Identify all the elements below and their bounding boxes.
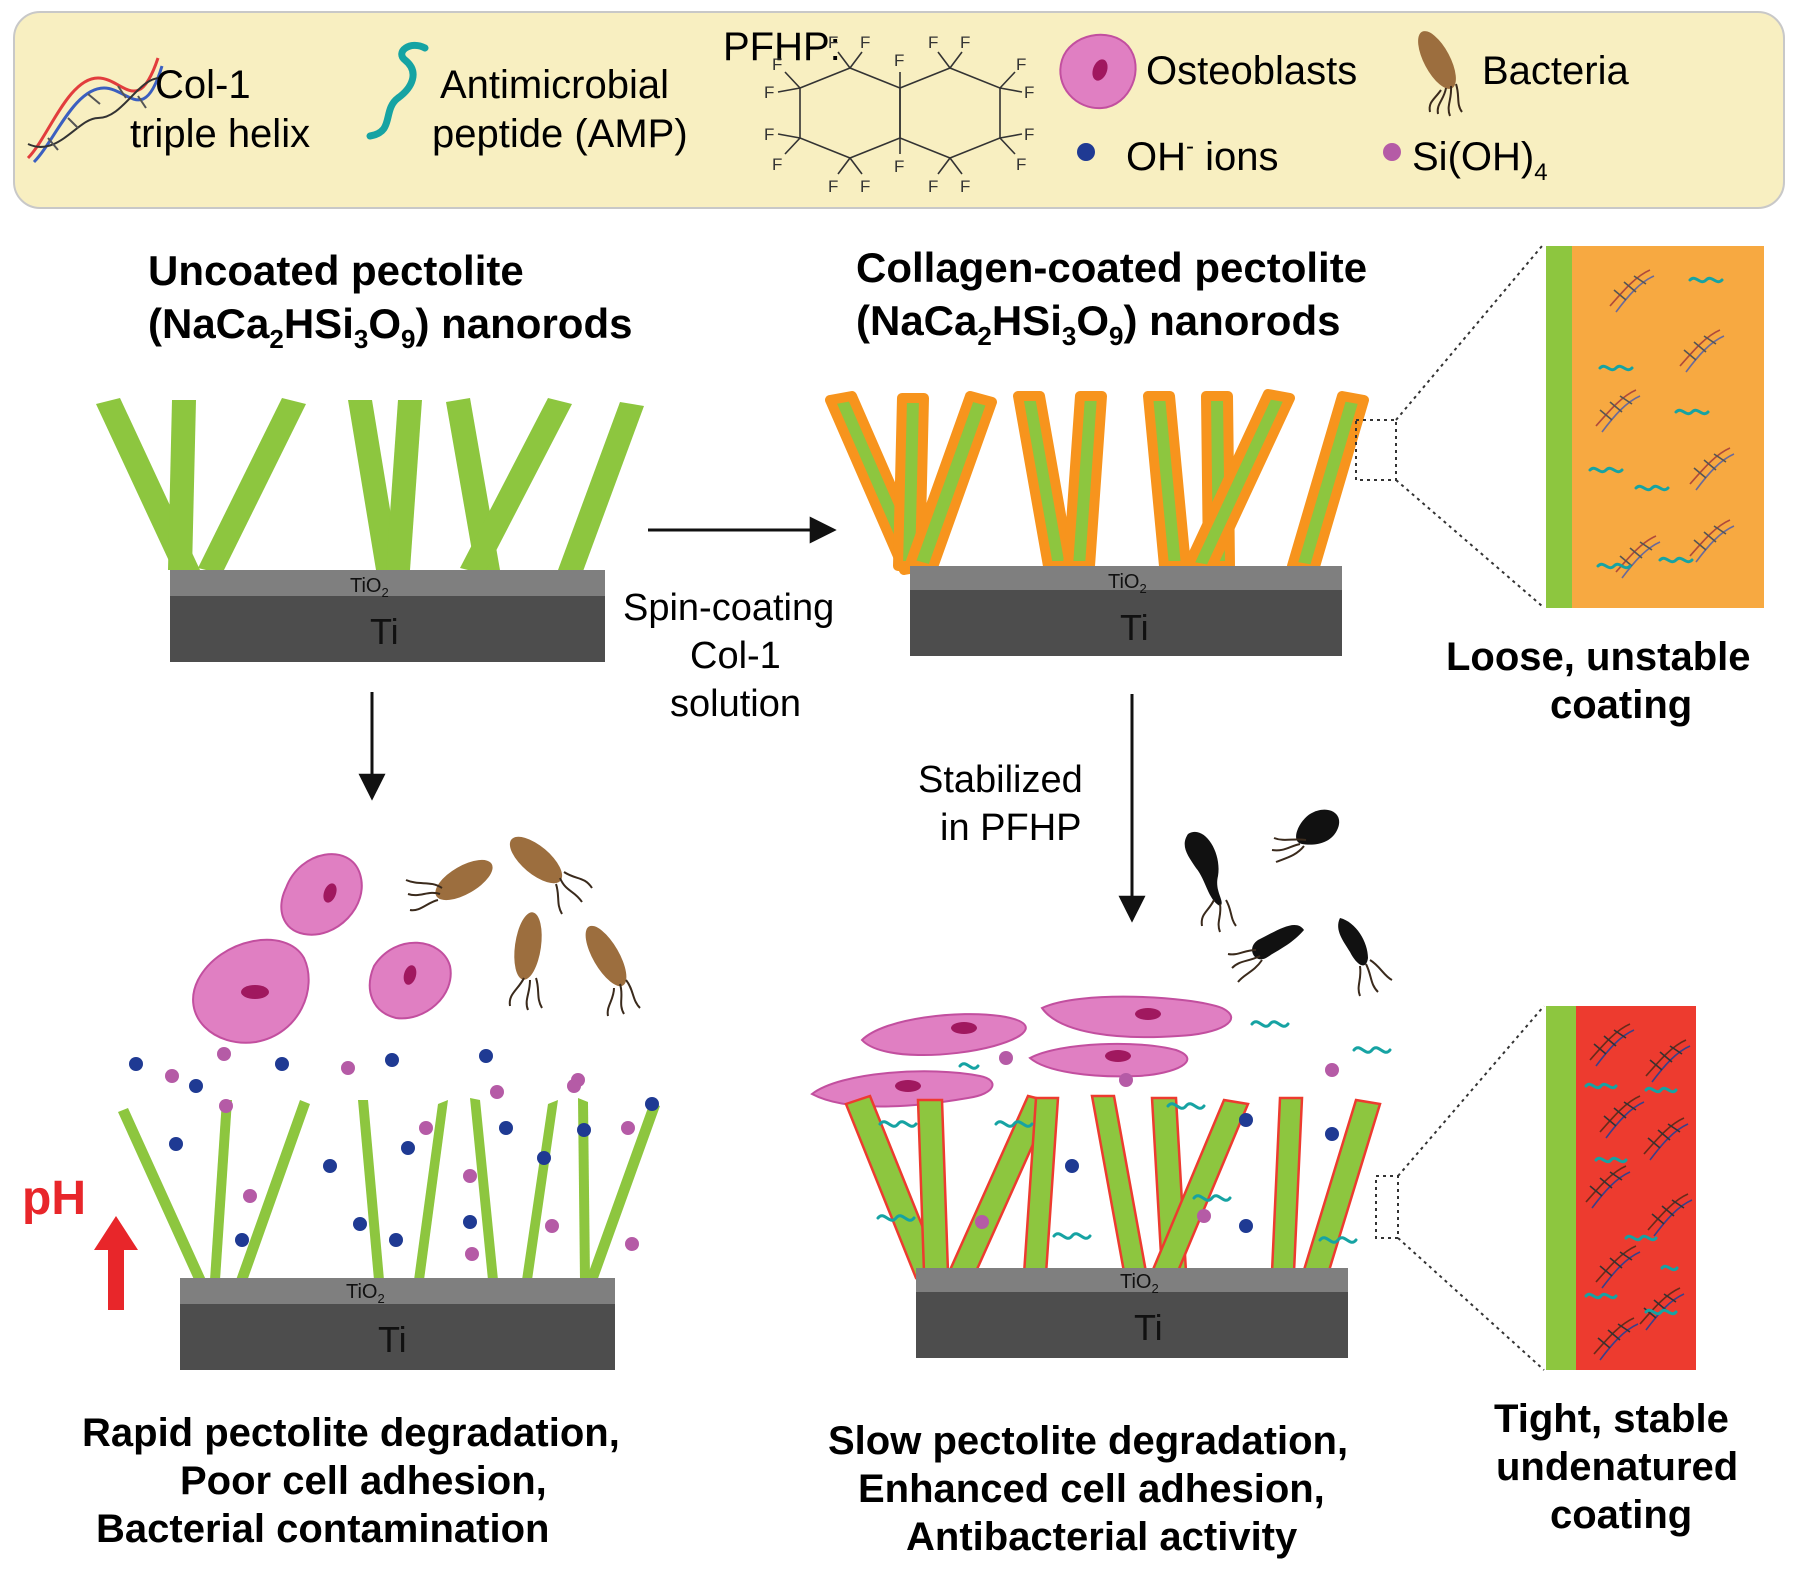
coated-title-line1: Collagen-coated pectolite bbox=[856, 244, 1367, 291]
tio2-label: TiO2 bbox=[350, 575, 389, 600]
svg-text:F: F bbox=[1016, 155, 1026, 174]
dead-bacteria-flagella bbox=[1200, 837, 1393, 997]
oh-ion-dot bbox=[1077, 143, 1095, 161]
col1-label-line1: Col-1 bbox=[155, 63, 251, 107]
osteoblast-nuclei-left bbox=[241, 883, 417, 999]
uncoated-title-line2: (NaCa2HSi3O9) nanorods bbox=[148, 300, 632, 354]
sioh-label: Si(OH)4 bbox=[1412, 135, 1548, 186]
svg-text:F: F bbox=[764, 125, 774, 144]
ti-label: Ti bbox=[378, 1319, 407, 1360]
sioh-ions-right bbox=[975, 1051, 1339, 1229]
loose-coating-label-line2: coating bbox=[1550, 683, 1692, 727]
left-outcome-line1: Rapid pectolite degradation, bbox=[82, 1411, 620, 1455]
helix-icon bbox=[1595, 269, 1735, 579]
svg-text:F: F bbox=[894, 51, 904, 70]
coated-title-line2: (NaCa2HSi3O9) nanorods bbox=[856, 297, 1340, 351]
loose-coating-label-line1: Loose, unstable bbox=[1446, 635, 1751, 679]
substrate-degraded: TiO2 Ti bbox=[180, 1278, 615, 1370]
svg-text:F: F bbox=[1024, 125, 1034, 144]
osteoblasts-label: Osteoblasts bbox=[1146, 49, 1357, 93]
left-outcome-line2: Poor cell adhesion, bbox=[180, 1459, 547, 1503]
dead-bacteria bbox=[1184, 809, 1368, 966]
svg-text:F: F bbox=[828, 177, 838, 196]
pfhp-label: PFHP: bbox=[723, 25, 841, 69]
amp-squiggle-icon bbox=[366, 41, 429, 140]
svg-text:F: F bbox=[860, 177, 870, 196]
stab-label-line1: Stabilized bbox=[918, 759, 1083, 801]
bacteria-left bbox=[405, 836, 641, 1017]
zoom-lines-bottom bbox=[1375, 1005, 1545, 1371]
amp-label-line1: Antimicrobial bbox=[440, 63, 669, 107]
osteoblast-icon bbox=[1059, 33, 1137, 110]
amp-squiggle-icon bbox=[1588, 276, 1724, 570]
tight-coating-inset bbox=[1546, 1006, 1696, 1370]
ti-label: Ti bbox=[370, 611, 399, 652]
substrate-coated: TiO2 Ti bbox=[910, 566, 1342, 656]
collagen-coated-nanorods bbox=[825, 389, 1369, 575]
sioh-ions-left bbox=[165, 1047, 639, 1261]
svg-text:F: F bbox=[860, 33, 870, 52]
loose-coating-inset bbox=[1546, 246, 1764, 608]
bacteria-icon bbox=[1418, 31, 1463, 117]
svg-text:F: F bbox=[764, 83, 774, 102]
substrate-stabilized: TiO2 Ti bbox=[916, 1268, 1348, 1358]
spin-label-line2: Col-1 bbox=[690, 635, 781, 677]
svg-text:F: F bbox=[828, 33, 838, 52]
degraded-nanorods bbox=[118, 1098, 660, 1284]
right-outcome-line1: Slow pectolite degradation, bbox=[828, 1419, 1348, 1463]
ph-label: pH bbox=[22, 1172, 86, 1225]
amp-squiggle-icon bbox=[1584, 1082, 1679, 1316]
svg-text:F: F bbox=[772, 55, 782, 74]
svg-text:F: F bbox=[1024, 83, 1034, 102]
ti-label: Ti bbox=[1134, 1307, 1163, 1348]
svg-text:F: F bbox=[928, 177, 938, 196]
pfhp-molecule-icon bbox=[777, 51, 1023, 175]
tight-coating-label-line1: Tight, stable bbox=[1494, 1397, 1729, 1441]
tight-coating-label-line2: undenatured bbox=[1496, 1445, 1738, 1489]
bacteria-label: Bacteria bbox=[1482, 49, 1629, 93]
uncoated-title-line1: Uncoated pectolite bbox=[148, 247, 524, 294]
helix-icon bbox=[26, 57, 164, 164]
spread-osteoblasts bbox=[810, 995, 1233, 1108]
sioh-dot bbox=[1383, 143, 1401, 161]
svg-text:F: F bbox=[928, 33, 938, 52]
stab-label-line2: in PFHP bbox=[940, 807, 1081, 849]
ti-label: Ti bbox=[1120, 607, 1149, 648]
svg-text:F: F bbox=[960, 177, 970, 196]
svg-text:F: F bbox=[772, 155, 782, 174]
spread-osteoblast-nuclei bbox=[895, 1008, 1161, 1092]
svg-text:F: F bbox=[894, 157, 904, 176]
tio2-label: TiO2 bbox=[1120, 1271, 1159, 1296]
svg-text:F: F bbox=[960, 33, 970, 52]
right-outcome-line3: Antibacterial activity bbox=[906, 1515, 1298, 1559]
tight-coating-label-line3: coating bbox=[1550, 1493, 1692, 1537]
amp-squiggles-bottom bbox=[876, 1020, 1392, 1244]
col1-label-line2: triple helix bbox=[130, 112, 310, 156]
helix-icon bbox=[1585, 1023, 1693, 1361]
left-outcome-line3: Bacterial contamination bbox=[96, 1507, 549, 1551]
right-outcome-line2: Enhanced cell adhesion, bbox=[858, 1467, 1325, 1511]
oh-ions-right bbox=[1065, 1113, 1339, 1233]
uncoated-nanorods bbox=[96, 398, 644, 576]
amp-label-line2: peptide (AMP) bbox=[432, 112, 688, 156]
stabilized-nanorods bbox=[844, 1094, 1382, 1280]
oh-ions-left bbox=[129, 1049, 659, 1247]
ph-increase-arrow: pH bbox=[22, 1172, 138, 1310]
svg-text:F: F bbox=[1016, 55, 1026, 74]
legend-box bbox=[13, 11, 1785, 209]
spin-label-line1: Spin-coating bbox=[623, 587, 834, 629]
tio2-label: TiO2 bbox=[1108, 571, 1147, 596]
tio2-label: TiO2 bbox=[346, 1281, 385, 1306]
pfhp-fluorine-atoms: F F F F F F F F F F F F F F F F F F bbox=[764, 33, 1034, 196]
substrate-uncoated: TiO2 Ti bbox=[170, 570, 605, 662]
oh-ions-label: OH- ions bbox=[1126, 133, 1279, 179]
spin-label-line3: solution bbox=[670, 683, 801, 725]
legend: Col-1 triple helix Antimicrobial peptide… bbox=[13, 11, 1785, 209]
zoom-lines-top bbox=[1355, 245, 1543, 607]
